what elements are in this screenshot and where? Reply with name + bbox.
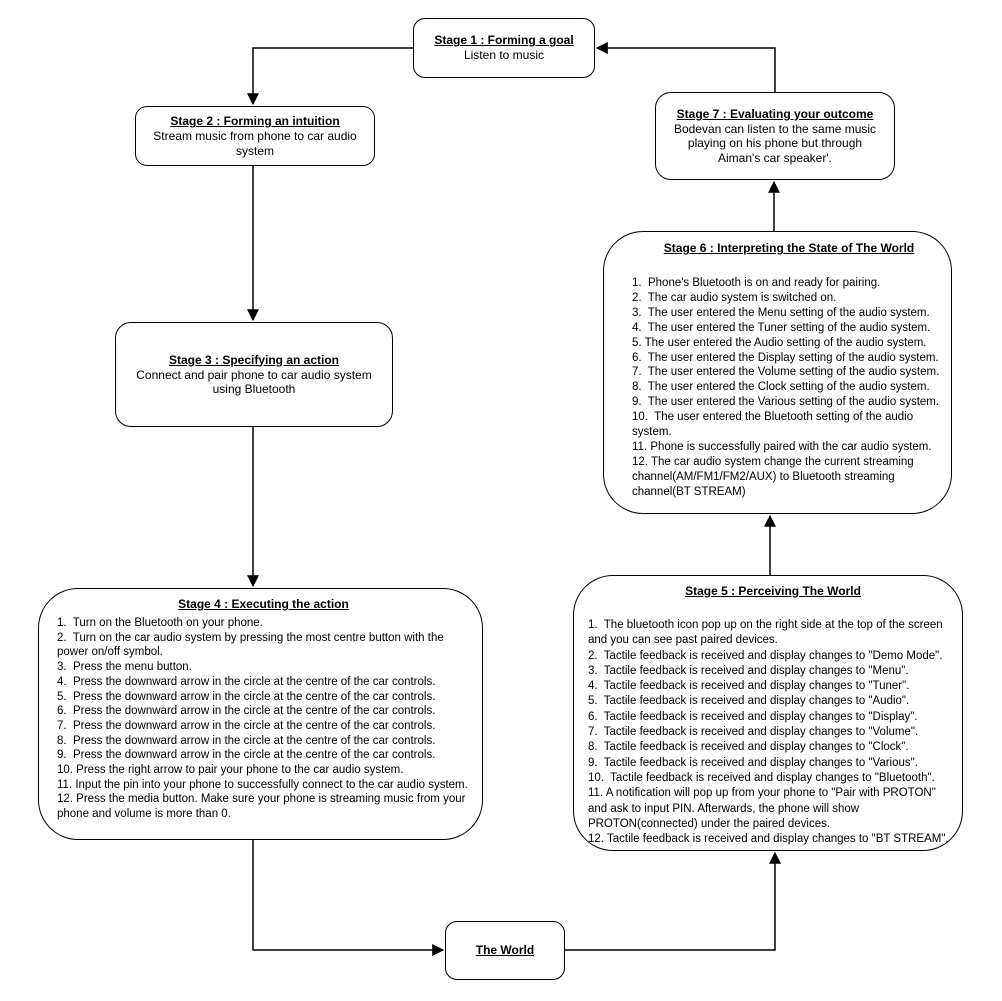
list-item: 1. Turn on the Bluetooth on your phone.	[57, 617, 263, 629]
stage1-title: Stage 1 : Forming a goal	[434, 33, 574, 48]
stage5-box: Stage 5 : Perceiving The World 1. The bl…	[573, 575, 963, 851]
list-item: 10. Tactile feedback is received and dis…	[588, 771, 935, 784]
stage3-box: Stage 3 : Specifying an action Connect a…	[115, 322, 393, 427]
list-item: 7. The user entered the Volume setting o…	[632, 366, 940, 379]
stage4-list: 1. Turn on the Bluetooth on your phone. 2…	[57, 616, 470, 822]
list-item: 6. The user entered the Display setting …	[632, 351, 939, 364]
stage6-list: 1. Phone's Bluetooth is on and ready for…	[632, 276, 946, 500]
stage7-body: Bodevan can listen to the same music pla…	[673, 121, 880, 165]
list-item: 10. The user entered the Bluetooth setti…	[632, 411, 917, 439]
list-item: 5. Press the downward arrow in the circl…	[57, 690, 436, 703]
connector-stage4-world	[252, 840, 445, 956]
list-item: 12. The car audio system change the curr…	[632, 455, 917, 498]
stage1-body: Listen to music	[463, 48, 545, 63]
list-item: 3. Press the menu button.	[57, 661, 192, 674]
list-item: 4. Press the downward arrow in the circl…	[57, 675, 436, 688]
stage1-box: Stage 1 : Forming a goal Listen to music	[413, 18, 595, 78]
list-item: 7. Press the downward arrow in the circl…	[57, 719, 436, 732]
list-item: 6. Tactile feedback is received and disp…	[588, 710, 918, 723]
stage5-title: Stage 5 : Perceiving The World	[685, 584, 861, 598]
list-item: 2. The car audio system is switched on.	[632, 291, 837, 304]
list-item: 5. Tactile feedback is received and disp…	[588, 695, 910, 708]
list-item: 1. Phone's Bluetooth is on and ready for…	[632, 277, 881, 289]
stage2-body: Stream music from phone to car audio sys…	[153, 129, 361, 158]
stage2-box: Stage 2 : Forming an intuition Stream mu…	[135, 106, 375, 166]
connector-stage1-stage2	[247, 47, 413, 106]
stage4-title: Stage 4 : Executing the action	[178, 597, 349, 611]
list-item: 12. Tactile feedback is received and dis…	[588, 833, 949, 846]
stage4-box: Stage 4 : Executing the action 1. Turn o…	[38, 588, 483, 840]
list-item: 5. The user entered the Audio setting of…	[632, 336, 927, 349]
list-item: 8. Tactile feedback is received and disp…	[588, 741, 909, 754]
list-item: 11. Phone is successfully paired with th…	[632, 440, 932, 453]
list-item: 1. The bluetooth icon pop up on the righ…	[588, 619, 946, 647]
stage6-title: Stage 6 : Interpreting the State of The …	[663, 241, 915, 255]
list-item: 11. A notification will pop up from your…	[588, 787, 939, 830]
list-item: 4. The user entered the Tuner setting of…	[632, 321, 931, 334]
list-item: 3. Tactile feedback is received and disp…	[588, 664, 909, 677]
stage6-box: Stage 6 : Interpreting the State of The …	[603, 231, 952, 514]
the-world-title: The World	[475, 943, 535, 957]
connector-world-stage5	[565, 851, 781, 951]
list-item: 4. Tactile feedback is received and disp…	[588, 680, 910, 693]
list-item: 10. Press the right arrow to pair your p…	[57, 764, 404, 777]
list-item: 9. Tactile feedback is received and disp…	[588, 756, 918, 769]
list-item: 7. Tactile feedback is received and disp…	[588, 726, 919, 739]
stage7-title: Stage 7 : Evaluating your outcome	[676, 106, 874, 121]
list-item: 8. The user entered the Clock setting of…	[632, 381, 930, 394]
the-world-box: The World	[445, 921, 565, 980]
list-item: 9. Press the downward arrow in the circl…	[57, 749, 436, 762]
list-item: 2. Tactile feedback is received and disp…	[588, 649, 943, 662]
stage5-list: 1. The bluetooth icon pop up on the righ…	[588, 618, 958, 847]
stage3-title: Stage 3 : Specifying an action	[168, 352, 340, 367]
list-item: 9. The user entered the Various setting …	[632, 396, 940, 409]
list-item: 6. Press the downward arrow in the circl…	[57, 705, 436, 718]
list-item: 11. Input the pin into your phone to suc…	[57, 778, 468, 791]
stage3-body: Connect and pair phone to car audio syst…	[136, 367, 376, 397]
stage7-box: Stage 7 : Evaluating your outcome Bodeva…	[655, 92, 895, 180]
stage2-title: Stage 2 : Forming an intuition	[170, 114, 340, 128]
list-item: 2. Turn on the car audio system by press…	[57, 631, 447, 659]
list-item: 3. The user entered the Menu setting of …	[632, 306, 930, 319]
list-item: 8. Press the downward arrow in the circl…	[57, 734, 436, 747]
connector-stage7-stage1	[595, 42, 776, 92]
list-item: 12. Press the media button. Make sure yo…	[57, 793, 469, 821]
